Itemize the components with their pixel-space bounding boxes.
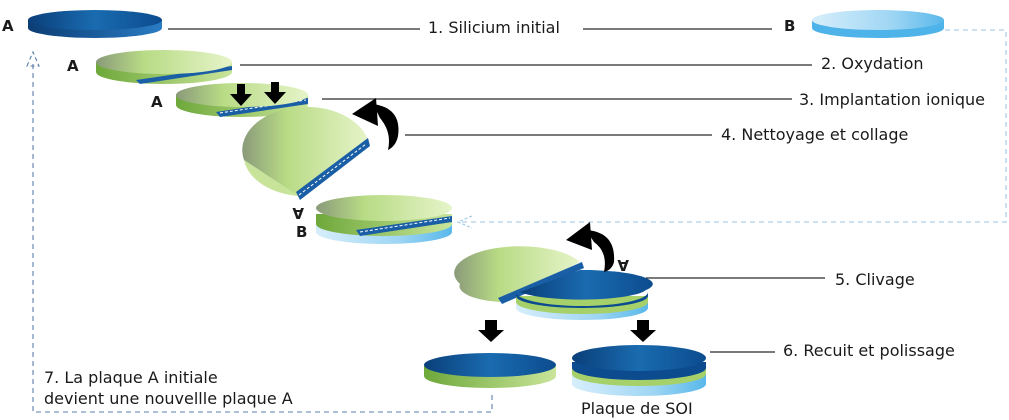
wafer-a-recycled [424,353,556,388]
step-7-label-line2: devient une nouvellle plaque A [44,389,293,408]
recycle-arrowhead [26,50,40,67]
down-arrow-right [630,320,656,342]
step-1-label: 1. Silicium initial [428,18,560,37]
step-7-label-line1: 7. La plaque A initiale [44,368,218,387]
cleave-arrow [566,222,615,272]
letter-a-step2: A [67,57,79,75]
wafer-cleaved-top [454,246,584,304]
recycle-path [32,60,493,413]
wafer-flipping [242,106,370,200]
letter-b-step1: B [784,17,795,35]
implant-arrow-2 [264,82,286,104]
wafer-bonded-stack [316,195,452,244]
letter-a-flipped-bond: A [292,204,304,222]
implant-arrow-1 [230,84,252,106]
wafer-b-initial [812,10,944,38]
wafer-b-arrowhead [456,215,473,229]
step-2-label: 2. Oxydation [821,54,924,73]
wafer-soi [572,345,706,396]
step-3-label: 3. Implantation ionique [799,90,985,109]
step-6-label: 6. Recuit et polissage [783,341,955,360]
wafer-cleaved-bottom [516,269,653,320]
wafer-a-initial [28,10,162,38]
step-5-label: 5. Clivage [835,270,915,289]
down-arrow-left [478,320,504,342]
wafer-oxidized [96,50,232,84]
soi-wafer-label: Plaque de SOI [581,399,693,418]
letter-a-step1: A [2,17,14,35]
letter-b-bond: B [296,223,307,241]
letter-a-flipped-cleave: A [617,256,629,274]
flip-arrow [352,98,399,150]
wafer-b-path [462,29,1007,223]
letter-a-step3: A [151,93,163,111]
step-4-label: 4. Nettoyage et collage [721,125,908,144]
